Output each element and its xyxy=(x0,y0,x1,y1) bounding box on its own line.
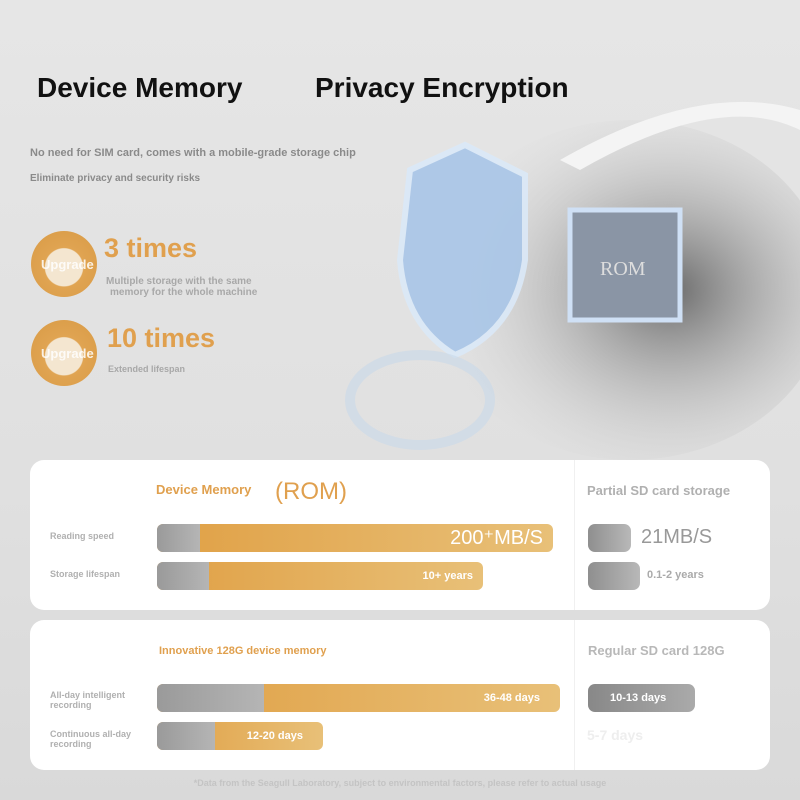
feature-value: 10 times xyxy=(107,323,216,353)
rom-bar: 12-20 days xyxy=(157,722,323,750)
sd-value: 21MB/S xyxy=(641,526,713,548)
row-label: Continuous all-day recording xyxy=(50,729,131,749)
sd-bar: 10-13 days xyxy=(588,684,695,712)
rom-chip xyxy=(567,207,683,323)
title-privacy-encryption: Privacy Encryption xyxy=(315,72,569,103)
upgrade-icon: Upgrade xyxy=(31,231,97,297)
subtitle-sim: No need for SIM card, comes with a mobil… xyxy=(30,147,356,159)
rom-bar: 36-48 days xyxy=(157,684,560,712)
card-heading: Innovative 128G device memory xyxy=(159,645,327,657)
row-label: Reading speed xyxy=(50,531,115,541)
feature-desc: memory for the whole machine xyxy=(110,287,258,298)
card-heading: Device Memory xyxy=(156,482,252,497)
sd-bar xyxy=(588,524,631,552)
footnote: *Data from the Seagull Laboratory, subje… xyxy=(193,778,607,788)
sd-value: 5-7 days xyxy=(587,727,644,743)
sd-bar xyxy=(588,562,640,590)
svg-text:ROM: ROM xyxy=(600,258,646,280)
card-read-speed: Device Memory (ROM) Partial SD card stor… xyxy=(30,460,770,610)
row-label: Storage lifespan xyxy=(50,569,121,579)
card-heading-suffix: (ROM) xyxy=(275,478,347,505)
shield-icon xyxy=(396,141,528,359)
card-recording: Innovative 128G device memory Regular SD… xyxy=(30,620,770,770)
rom-bar: 10+ years xyxy=(157,562,483,590)
compare-heading: Regular SD card 128G xyxy=(588,643,725,658)
compare-heading: Partial SD card storage xyxy=(587,483,731,498)
feature-desc: Multiple storage with the same xyxy=(106,276,252,287)
subtitle-privacy: Eliminate privacy and security risks xyxy=(30,173,201,184)
feature-value: 3 times xyxy=(104,233,198,263)
earbud-chip-illustration: ROM xyxy=(345,101,800,460)
title-device-memory: Device Memory xyxy=(37,72,243,103)
rom-bar: 200⁺MB/S xyxy=(157,524,553,552)
upgrade-icon: Upgrade xyxy=(31,320,97,386)
row-label: All-day intelligent recording xyxy=(50,690,126,710)
sd-value: 0.1-2 years xyxy=(647,569,704,581)
feature-desc: Extended lifespan xyxy=(108,364,186,374)
